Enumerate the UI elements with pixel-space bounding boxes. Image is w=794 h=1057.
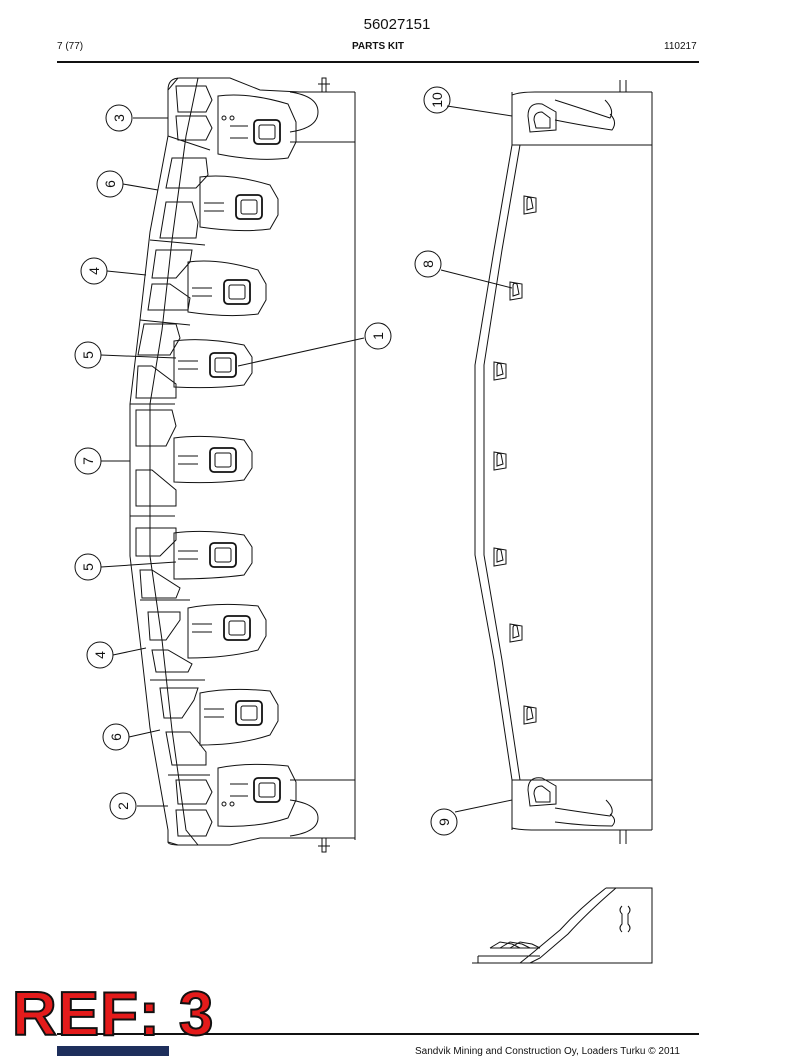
callout-3: 3	[111, 114, 127, 122]
callout-5-lower: 5	[80, 563, 96, 571]
side-adapters	[493, 195, 537, 725]
left-view-bucket-lip	[129, 77, 356, 853]
callout-6-lower: 6	[108, 733, 124, 741]
callout-labels: 3 6 4 5 7 5 4 6 2 1 10 8 9	[80, 92, 452, 826]
callout-10: 10	[429, 92, 445, 108]
right-callout-leaders	[440, 105, 513, 813]
wear-plates	[135, 85, 213, 837]
callout-4-lower: 4	[92, 651, 108, 659]
footer-copyright: Sandvik Mining and Construction Oy, Load…	[415, 1046, 680, 1057]
header-rule	[57, 61, 699, 63]
callout-6-upper: 6	[102, 180, 118, 188]
callout-7: 7	[80, 457, 96, 465]
company-logo	[57, 1046, 169, 1056]
left-callout-circles	[74, 104, 392, 820]
callout-2: 2	[115, 802, 131, 810]
detail-section-view	[472, 887, 653, 964]
left-callout-leaders	[100, 117, 365, 807]
footer-rule	[57, 1033, 699, 1035]
callout-9: 9	[436, 818, 452, 826]
right-view-bucket	[474, 80, 653, 844]
right-callout-circles	[414, 86, 458, 836]
callout-5-upper: 5	[80, 351, 96, 359]
callout-4-upper: 4	[86, 267, 102, 275]
date-code: 110217	[664, 41, 697, 52]
document-number: 56027151	[363, 16, 431, 33]
section-title: PARTS KIT	[351, 41, 405, 52]
callout-1: 1	[370, 332, 386, 340]
callout-8: 8	[420, 260, 436, 268]
reference-stamp: REF: 3	[11, 980, 215, 1049]
tooth-adapters	[173, 94, 297, 827]
page-indicator: 7 (77)	[57, 41, 84, 52]
